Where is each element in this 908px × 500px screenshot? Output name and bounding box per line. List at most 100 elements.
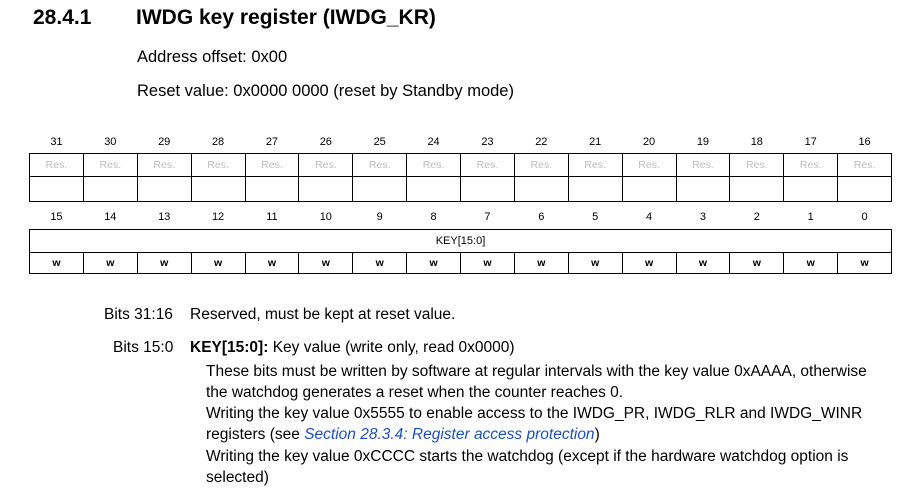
bit-number: 3 [699,211,706,223]
bit-number: 30 [104,136,117,148]
bits-15-0-summary-line: KEY[15:0]: Key value (write only, read 0… [190,337,515,358]
access-cell-empty [837,176,892,202]
bit-number: 12 [211,211,225,223]
access-cell-empty [567,176,623,202]
access-type: w [729,252,785,274]
bit-number: 4 [646,211,653,223]
bit-number: 17 [804,136,817,148]
bit-number: 20 [642,136,656,148]
bit-number: 23 [481,136,494,148]
description-paragraph-3: Writing the key value 0xCCCC starts the … [206,448,849,486]
section-number: 28.4.1 [33,6,92,29]
key-field: KEY[15:0] [29,229,892,253]
reserved-field: Res. [29,153,84,177]
access-cell-empty [298,176,354,202]
bit-number: 5 [592,211,599,223]
access-type: w [460,252,515,274]
reserved-field: Res. [190,153,246,177]
reserved-field: Res. [244,153,300,177]
access-type: w [82,252,138,274]
access-type: w [567,252,623,274]
bit-number: 0 [861,211,868,223]
reserved-field: Res. [675,153,731,177]
p2-text: Writing the key value 0x5555 to enable a… [206,405,863,443]
reserved-field: Res. [82,153,138,177]
upper-bit-numbers: 31 30 29 28 27 26 25 24 23 22 21 20 19 18 17 16 [30,131,892,154]
access-type: w [298,252,354,274]
access-cell-empty [29,176,84,202]
description-paragraph-1: These bits must be written by software a… [206,363,867,401]
bit-number: 28 [211,136,225,148]
access-cell-empty [621,176,677,202]
bit-number: 27 [265,136,279,148]
bit-number: 24 [427,136,440,148]
reserved-field: Res. [406,153,461,177]
reserved-field: Res. [783,153,839,177]
access-cell-empty [729,176,785,202]
bit-number: 29 [158,136,171,148]
bit-number: 19 [696,136,710,148]
bit-number: 8 [430,211,437,223]
access-cell-empty [406,176,461,202]
access-type: w [29,252,84,274]
key-field-name: KEY[15:0]: [190,339,269,356]
reserved-field: Res. [136,153,192,177]
bit-number: 15 [50,211,63,223]
access-cell-empty [352,176,408,202]
access-type: w [244,252,300,274]
reserved-field: Res. [567,153,623,177]
bit-number: 16 [858,136,871,148]
bit-number: 7 [484,211,491,223]
access-type: w [675,252,731,274]
bit-number: 11 [266,211,278,223]
bit-number: 18 [750,136,763,148]
key-field-summary: Key value (write only, read 0x0000) [272,339,515,356]
bit-number: 14 [104,211,117,223]
access-type: w [136,252,192,274]
access-cell-empty [244,176,300,202]
p2-close: ) [594,426,600,443]
bit-number: 9 [376,211,383,223]
upper-fields-row: Res.Res.Res.Res.Res.Res.Res.Res.Res.Res.… [29,153,892,177]
address-offset: Address offset: 0x00 [137,48,288,66]
access-type: w [783,252,839,274]
bits-31-16-text: Reserved, must be kept at reset value. [190,306,456,323]
access-type: w [621,252,677,274]
bit-number: 26 [319,136,332,148]
bit-number: 31 [50,136,63,148]
access-cell-empty [513,176,569,202]
access-type: w [837,252,892,274]
reserved-field: Res. [837,153,892,177]
description-paragraph-2: Writing the key value 0x5555 to enable a… [206,403,886,445]
reserved-field: Res. [513,153,569,177]
access-cell-empty [675,176,731,202]
reset-value: Reset value: 0x0000 0000 (reset by Stand… [137,82,514,100]
access-cell-empty [82,176,138,202]
access-type: w [190,252,246,274]
reserved-field: Res. [352,153,408,177]
upper-access-row [29,176,892,202]
bit-number: 10 [319,211,332,223]
reserved-field: Res. [729,153,785,177]
bit-number: 21 [589,136,602,148]
access-cell-empty [190,176,246,202]
access-cell-empty [783,176,839,202]
bit-number: 1 [807,211,814,223]
reserved-field: Res. [298,153,354,177]
bit-number: 6 [538,211,545,223]
access-cell-empty [460,176,515,202]
bits-15-0-label: Bits 15:0 [113,339,174,356]
bit-number: 25 [373,136,386,148]
access-type: w [513,252,569,274]
reserved-field: Res. [621,153,677,177]
section-link[interactable]: Section 28.3.4: Register access protecti… [304,426,595,443]
bit-number: 22 [535,136,548,148]
access-cell-empty [136,176,192,202]
reserved-field: Res. [460,153,515,177]
section-title: IWDG key register (IWDG_KR) [136,6,436,29]
bit-number: 2 [753,211,760,223]
